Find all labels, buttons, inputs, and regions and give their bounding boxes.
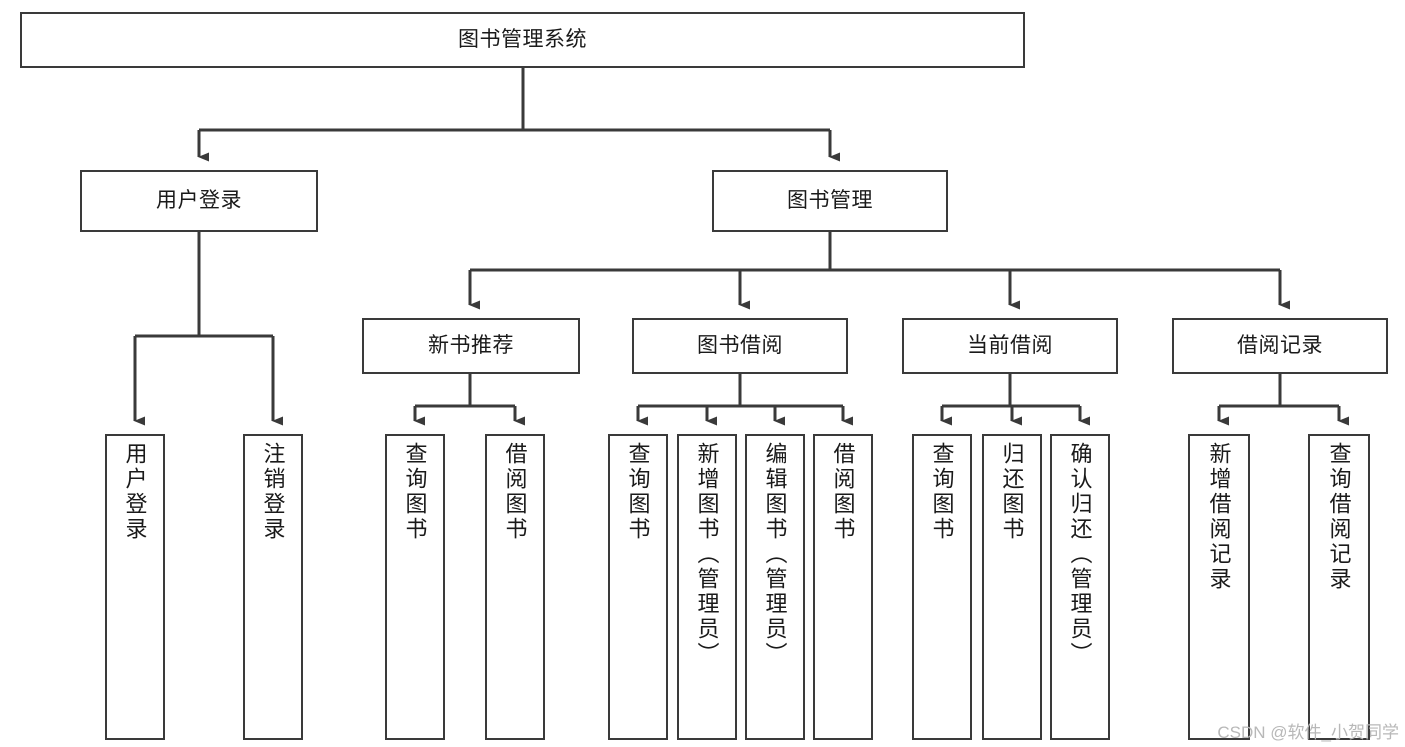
node-book-manage[interactable]: 图书管理: [712, 170, 948, 232]
node-book-borrow[interactable]: 图书借阅: [632, 318, 848, 374]
node-borrow-record[interactable]: 借阅记录: [1172, 318, 1388, 374]
node-user-login-label: 用户登录: [156, 189, 242, 213]
node-leaf-br-query[interactable]: 查询借阅记录: [1308, 434, 1370, 740]
node-leaf-nbr-borrow-label: 借阅图书: [502, 442, 528, 542]
node-leaf-cb-return[interactable]: 归还图书: [982, 434, 1042, 740]
node-leaf-cb-query[interactable]: 查询图书: [912, 434, 972, 740]
node-leaf-bb-edit[interactable]: 编辑图书（管理员）: [745, 434, 805, 740]
node-leaf-user-logout-label: 注销登录: [260, 442, 286, 542]
node-book-borrow-label: 图书借阅: [697, 334, 783, 358]
node-leaf-user-login[interactable]: 用户登录: [105, 434, 165, 740]
node-leaf-user-login-label: 用户登录: [122, 442, 148, 542]
node-leaf-bb-query-label: 查询图书: [625, 442, 651, 542]
node-book-manage-label: 图书管理: [787, 189, 873, 213]
node-leaf-nbr-borrow[interactable]: 借阅图书: [485, 434, 545, 740]
node-leaf-bb-add[interactable]: 新增图书（管理员）: [677, 434, 737, 740]
node-leaf-bb-query[interactable]: 查询图书: [608, 434, 668, 740]
node-leaf-bb-add-label: 新增图书（管理员）: [694, 442, 720, 667]
node-leaf-cb-confirm[interactable]: 确认归还（管理员）: [1050, 434, 1110, 740]
node-leaf-bb-borrow[interactable]: 借阅图书: [813, 434, 873, 740]
node-user-login[interactable]: 用户登录: [80, 170, 318, 232]
node-new-book-rec-label: 新书推荐: [428, 334, 514, 358]
node-root[interactable]: 图书管理系统: [20, 12, 1025, 68]
node-leaf-nbr-query-label: 查询图书: [402, 442, 428, 542]
node-leaf-br-add-label: 新增借阅记录: [1206, 442, 1232, 592]
node-current-borrow[interactable]: 当前借阅: [902, 318, 1118, 374]
node-current-borrow-label: 当前借阅: [967, 334, 1053, 358]
node-leaf-nbr-query[interactable]: 查询图书: [385, 434, 445, 740]
node-borrow-record-label: 借阅记录: [1237, 334, 1323, 358]
node-leaf-cb-return-label: 归还图书: [999, 442, 1025, 542]
node-leaf-bb-edit-label: 编辑图书（管理员）: [762, 442, 788, 667]
node-new-book-rec[interactable]: 新书推荐: [362, 318, 580, 374]
node-root-label: 图书管理系统: [458, 28, 587, 52]
node-leaf-cb-query-label: 查询图书: [929, 442, 955, 542]
node-leaf-bb-borrow-label: 借阅图书: [830, 442, 856, 542]
node-leaf-user-logout[interactable]: 注销登录: [243, 434, 303, 740]
node-leaf-cb-confirm-label: 确认归还（管理员）: [1067, 442, 1093, 667]
csdn-watermark: CSDN @软件_小贺同学: [1217, 723, 1399, 742]
node-leaf-br-query-label: 查询借阅记录: [1326, 442, 1352, 592]
node-leaf-br-add[interactable]: 新增借阅记录: [1188, 434, 1250, 740]
